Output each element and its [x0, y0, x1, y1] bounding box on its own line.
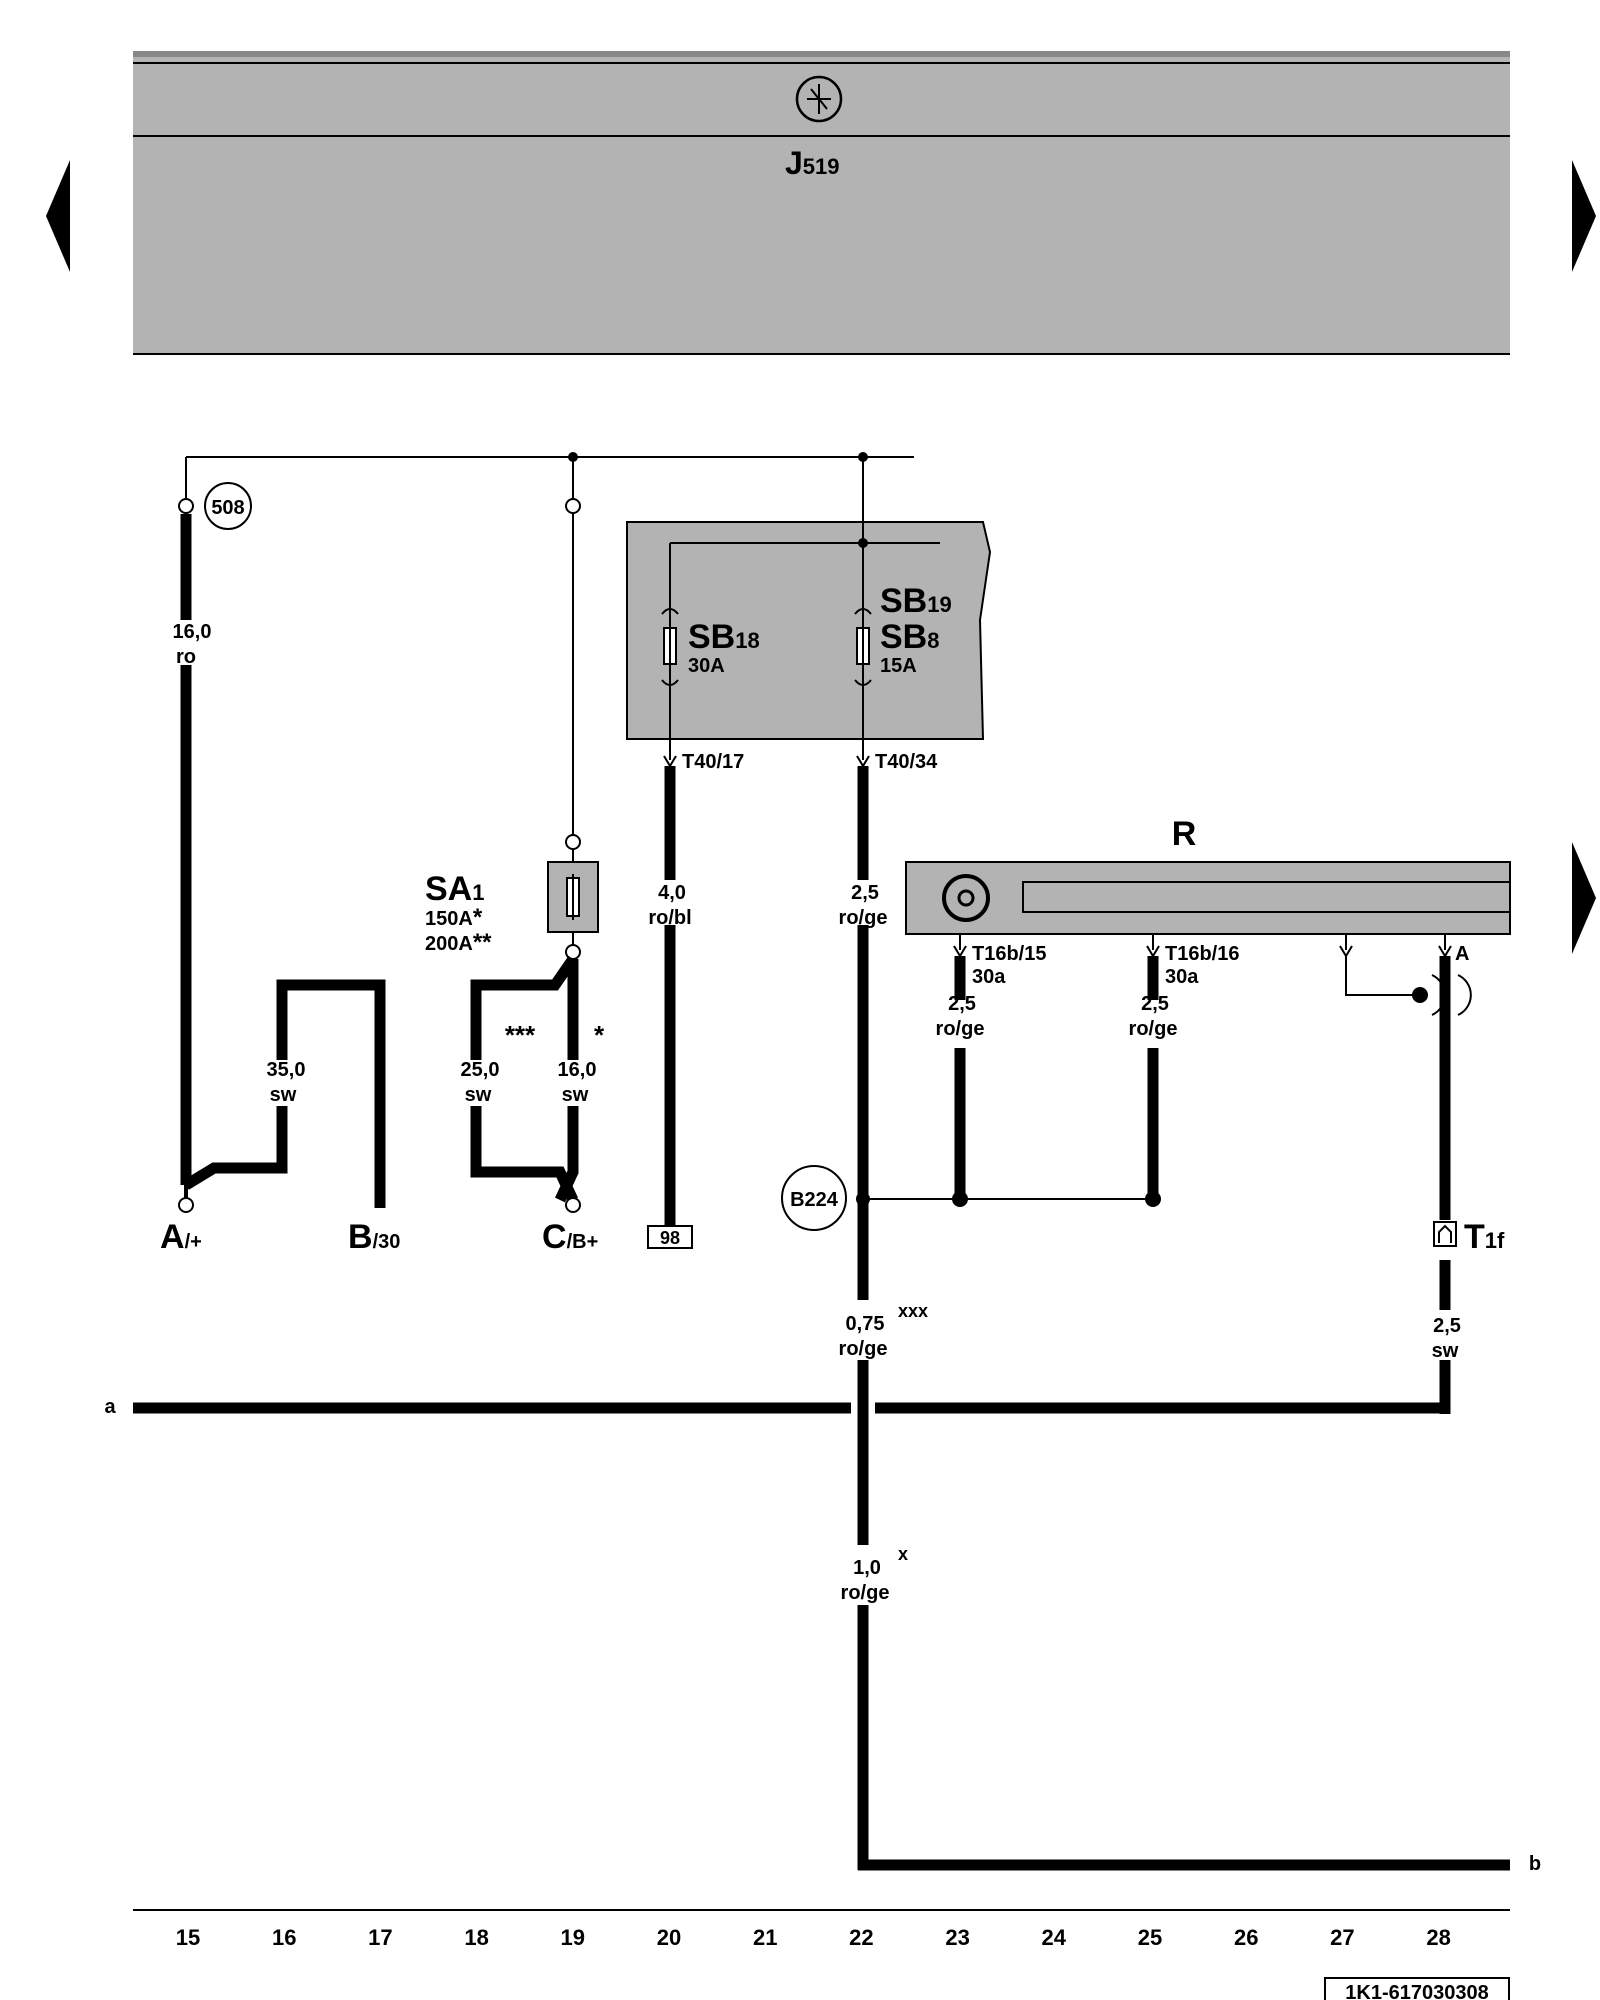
grid-number-20: 20: [657, 1925, 681, 1950]
svg-text:2,5: 2,5: [948, 993, 976, 1015]
svg-text:J519: J519: [785, 145, 840, 181]
svg-text:ro/bl: ro/bl: [648, 907, 691, 929]
lower-wiring: 0,75 xxx ro/ge 1,0 x ro/ge a b: [104, 1199, 1541, 1875]
terminals: A/+ B/30 C/B+ 98: [160, 1218, 693, 1256]
svg-text:30a: 30a: [972, 966, 1006, 988]
line-ref-b: b: [1529, 1853, 1541, 1875]
grid-number-27: 27: [1330, 1925, 1354, 1950]
svg-text:98: 98: [660, 1228, 680, 1248]
main-fuse-sa1-icon: [547, 861, 599, 933]
connector-t1f-icon: [1433, 1221, 1457, 1247]
svg-text:30a: 30a: [1165, 966, 1199, 988]
ground-point-b224: B224: [781, 1165, 1161, 1231]
svg-text:16,0: 16,0: [558, 1059, 597, 1081]
grid-number-22: 22: [849, 1925, 873, 1950]
control-unit-name: J: [785, 145, 803, 181]
svg-text:200A**: 200A**: [425, 929, 492, 956]
svg-text:SA1: SA1: [425, 870, 484, 908]
svg-text:16,0: 16,0: [173, 621, 212, 643]
next-page-arrow-icon[interactable]: [1572, 160, 1596, 272]
diagram-id: 1K1-617030308: [1345, 1982, 1488, 2000]
svg-text:***: ***: [505, 1020, 536, 1050]
grid-number-19: 19: [561, 1925, 585, 1950]
svg-text:A/+: A/+: [160, 1218, 202, 1256]
svg-text:ro: ro: [176, 646, 196, 668]
svg-text:ro/ge: ro/ge: [936, 1018, 985, 1040]
line-ref-a: a: [104, 1396, 116, 1418]
main-fuse-labels: SA1 150A* 200A**: [425, 870, 492, 956]
svg-text:sw: sw: [1432, 1340, 1459, 1362]
supply-wire-labels: 16,0 ro 35,0 sw *** 25,0 sw * 16,0 sw 4,…: [173, 621, 888, 1106]
radio-wiring: T1f 2,5 ro/ge 2,5 ro/ge 2,5 sw: [936, 956, 1505, 1414]
svg-text:508: 508: [211, 497, 244, 519]
svg-text:C/B+: C/B+: [542, 1218, 598, 1256]
grid-numbers: 15 16 17 18 19 20 21 22 23 24 25 26 27 28: [133, 1909, 1510, 1950]
svg-text:1,0: 1,0: [853, 1557, 881, 1579]
grid-number-16: 16: [272, 1925, 296, 1950]
supply-wiring: [178, 498, 869, 1300]
svg-text:SB19: SB19: [880, 582, 952, 620]
svg-text:ro/ge: ro/ge: [839, 907, 888, 929]
svg-text:4,0: 4,0: [658, 882, 686, 904]
fuse-sb18-icon: [661, 608, 679, 686]
fuse-block-pins: T40/17 T40/34: [663, 751, 938, 773]
prev-page-arrow-icon[interactable]: [46, 160, 70, 272]
svg-text:2,5: 2,5: [1433, 1315, 1461, 1337]
svg-text:0,75: 0,75: [846, 1313, 885, 1335]
grid-number-28: 28: [1426, 1925, 1450, 1950]
svg-text:15A: 15A: [880, 655, 917, 677]
radio-speaker-icon: [942, 874, 990, 922]
svg-text:25,0: 25,0: [461, 1059, 500, 1081]
svg-text:xxx: xxx: [898, 1301, 928, 1321]
svg-text:35,0: 35,0: [267, 1059, 306, 1081]
svg-text:ro/ge: ro/ge: [1129, 1018, 1178, 1040]
svg-text:ro/ge: ro/ge: [841, 1582, 890, 1604]
svg-text:2,5: 2,5: [851, 882, 879, 904]
grid-number-17: 17: [368, 1925, 392, 1950]
electronics-symbol-icon: [795, 75, 843, 123]
svg-text:T16b/16: T16b/16: [1165, 943, 1239, 965]
control-unit-j519: J519: [133, 51, 1510, 355]
svg-text:R: R: [1172, 815, 1197, 853]
svg-text:2,5: 2,5: [1141, 993, 1169, 1015]
continue-right-arrow-icon[interactable]: [1572, 842, 1596, 954]
svg-text:x: x: [898, 1544, 908, 1564]
svg-text:150A*: 150A*: [425, 904, 483, 931]
top-bus: [185, 452, 914, 504]
diagram-id-box: 1K1-617030308: [1324, 1977, 1510, 2000]
fuse-sb19-sb8-icon: [854, 608, 872, 686]
connection-508: 508: [204, 482, 252, 530]
svg-text:*: *: [594, 1020, 605, 1050]
grid-number-24: 24: [1042, 1925, 1067, 1950]
grid-number-26: 26: [1234, 1925, 1258, 1950]
svg-text:sw: sw: [562, 1084, 589, 1106]
svg-text:B/30: B/30: [348, 1218, 400, 1256]
grid-number-18: 18: [464, 1925, 488, 1950]
svg-text:sw: sw: [270, 1084, 297, 1106]
svg-text:T40/34: T40/34: [875, 751, 938, 773]
grid-number-15: 15: [176, 1925, 200, 1950]
control-unit-sub: 519: [803, 154, 840, 179]
svg-text:30A: 30A: [688, 655, 725, 677]
grid-number-25: 25: [1138, 1925, 1162, 1950]
svg-text:SB8: SB8: [880, 618, 939, 656]
svg-text:ro/ge: ro/ge: [839, 1338, 888, 1360]
fuse-block: SB18 30A SB19 SB8 15A: [626, 504, 992, 760]
radio-r: R T16b/15 30a T16b/16 30a A: [905, 815, 1511, 988]
svg-text:T16b/15: T16b/15: [972, 943, 1046, 965]
grid-number-21: 21: [753, 1925, 777, 1950]
grid-number-23: 23: [945, 1925, 969, 1950]
svg-text:SB18: SB18: [688, 618, 760, 656]
svg-text:T40/17: T40/17: [682, 751, 744, 773]
svg-text:B224: B224: [790, 1189, 839, 1211]
svg-text:A: A: [1455, 943, 1469, 965]
svg-text:T1f: T1f: [1464, 1218, 1505, 1256]
svg-text:sw: sw: [465, 1084, 492, 1106]
